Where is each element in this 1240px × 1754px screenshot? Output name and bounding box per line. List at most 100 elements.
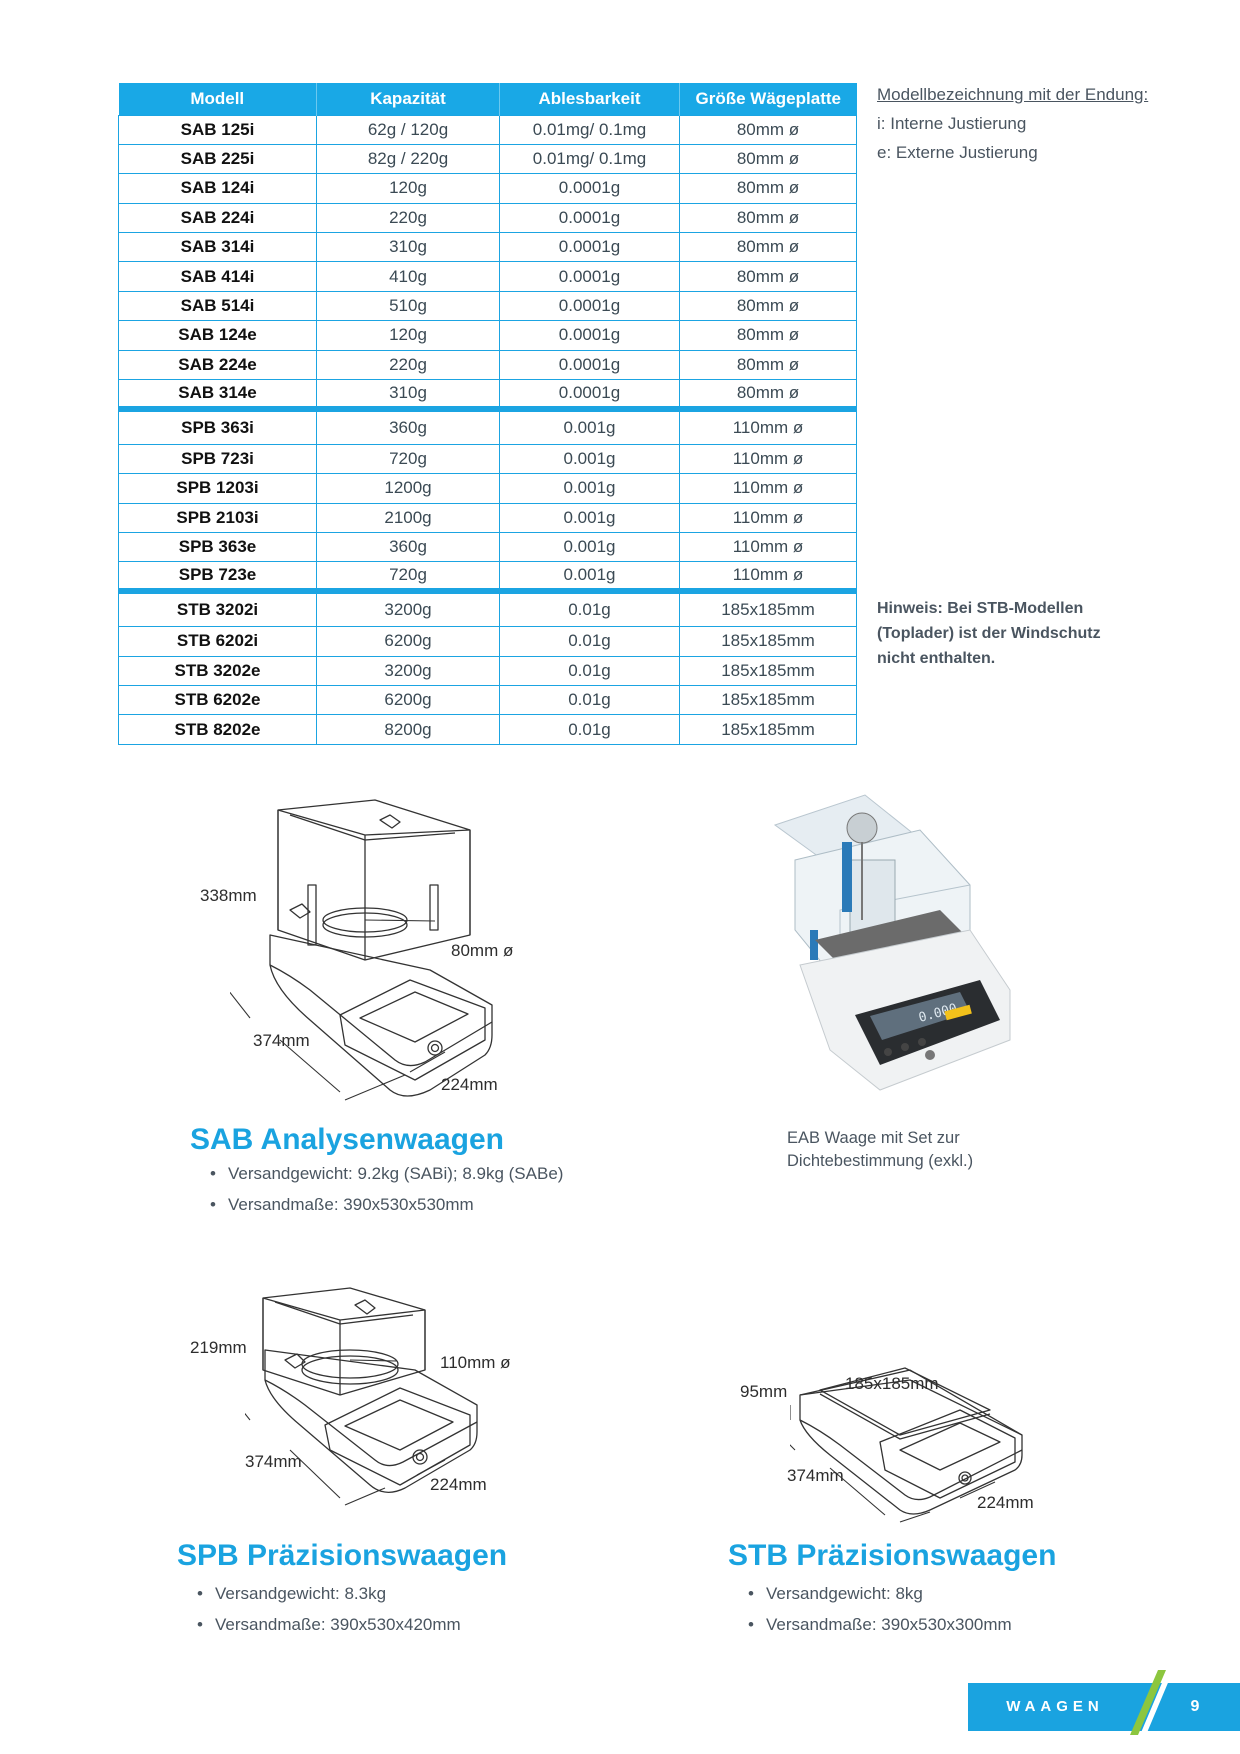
stb-balance-drawing (790, 1367, 1023, 1523)
cell-readability: 0.01g (499, 588, 680, 628)
cell-capacity: 220g (316, 202, 500, 234)
cell-model: STB 3202i (118, 588, 317, 628)
caption-line: EAB Waage mit Set zur (787, 1129, 960, 1147)
spb-height-dim: 219mm (190, 1338, 247, 1357)
hint-line: nicht enthalten. (877, 650, 996, 667)
cell-capacity: 410g (316, 261, 500, 292)
spb-depth-dim: 374mm (245, 1452, 302, 1471)
header-pan-size: Größe Wägeplatte (679, 83, 857, 115)
cell-capacity: 8200g (316, 714, 500, 745)
cell-readability: 0.001g (499, 502, 680, 533)
cell-pan-size: 80mm ø (679, 349, 857, 381)
suffix-note-heading: Modellbezeichnung mit der Endung: (877, 85, 1149, 104)
cell-pan-size: 110mm ø (679, 531, 857, 563)
cell-pan-size: 80mm ø (679, 202, 857, 234)
cell-readability: 0.0001g (499, 290, 680, 322)
cell-capacity: 120g (316, 173, 500, 204)
cell-readability: 0.01g (499, 655, 680, 686)
hint-line: Hinweis: Bei STB-Modellen (877, 600, 1084, 617)
sab-title: SAB Analysenwaagen (190, 1123, 504, 1156)
cell-capacity: 310g (316, 232, 500, 263)
cell-pan-size: 80mm ø (679, 290, 857, 322)
cell-readability: 0.01mg/ 0.1mg (499, 143, 680, 175)
cell-model: SAB 514i (118, 290, 317, 322)
cell-capacity: 6200g (316, 626, 500, 657)
cell-capacity: 2100g (316, 502, 500, 533)
cell-model: SAB 314e (118, 379, 317, 410)
cell-model: SPB 363i (118, 405, 317, 445)
cell-readability: 0.0001g (499, 202, 680, 234)
cell-readability: 0.01g (499, 714, 680, 745)
suffix-note-internal: i: Interne Justierung (877, 114, 1027, 133)
cell-pan-size: 80mm ø (679, 379, 857, 410)
sab-pan-dim: 80mm ø (451, 941, 514, 960)
page-number: 9 (1190, 1698, 1200, 1715)
cell-pan-size: 110mm ø (679, 405, 857, 445)
spb-title: SPB Präzisionswaagen (177, 1539, 508, 1572)
caption-line: Dichtebestimmung (exkl.) (787, 1152, 974, 1170)
cell-capacity: 310g (316, 379, 500, 410)
cell-readability: 0.001g (499, 531, 680, 563)
cell-readability: 0.0001g (499, 320, 680, 351)
cell-model: SPB 723e (118, 561, 317, 592)
cell-model: SAB 314i (118, 232, 317, 263)
cell-model: STB 3202e (118, 655, 317, 686)
sab-height-dim: 338mm (200, 886, 257, 905)
cell-capacity: 62g / 120g (316, 114, 500, 145)
cell-capacity: 720g (316, 561, 500, 592)
cell-model: SAB 414i (118, 261, 317, 292)
list-item: Versandmaße: 390x530x530mm (210, 1189, 563, 1220)
cell-capacity: 82g / 220g (316, 143, 500, 175)
spb-width-dim: 224mm (430, 1475, 487, 1494)
header-model: Modell (118, 83, 317, 115)
cell-pan-size: 185x185mm (679, 655, 857, 686)
cell-model: SPB 1203i (118, 473, 317, 504)
list-item: Versandmaße: 390x530x420mm (197, 1609, 461, 1640)
spec-table: Modell Kapazität Ablesbarkeit Größe Wäge… (118, 83, 857, 745)
cell-readability: 0.01g (499, 684, 680, 716)
cell-capacity: 360g (316, 405, 500, 445)
cell-pan-size: 110mm ø (679, 443, 857, 475)
stb-title: STB Präzisionswaagen (728, 1539, 1057, 1572)
model-suffix-note: Modellbezeichnung mit der Endung: i: Int… (877, 80, 1237, 167)
list-item: Versandgewicht: 8.3kg (197, 1578, 461, 1609)
cell-model: STB 8202e (118, 714, 317, 745)
sab-depth-dim: 374mm (253, 1031, 310, 1050)
cell-model: SPB 2103i (118, 502, 317, 533)
cell-readability: 0.01g (499, 626, 680, 657)
spb-bullets: Versandgewicht: 8.3kg Versandmaße: 390x5… (197, 1578, 461, 1640)
cell-readability: 0.0001g (499, 173, 680, 204)
cell-readability: 0.0001g (499, 261, 680, 292)
cell-model: STB 6202e (118, 684, 317, 716)
cell-pan-size: 80mm ø (679, 114, 857, 145)
cell-capacity: 220g (316, 349, 500, 381)
cell-pan-size: 185x185mm (679, 626, 857, 657)
stb-windshield-hint: Hinweis: Bei STB-Modellen (Toplader) ist… (877, 596, 1177, 671)
cell-pan-size: 80mm ø (679, 232, 857, 263)
cell-readability: 0.001g (499, 443, 680, 475)
cell-model: SAB 124i (118, 173, 317, 204)
cell-pan-size: 185x185mm (679, 588, 857, 628)
stb-depth-dim: 374mm (787, 1466, 844, 1485)
cell-pan-size: 185x185mm (679, 714, 857, 745)
cell-capacity: 6200g (316, 684, 500, 716)
cell-readability: 0.001g (499, 405, 680, 445)
cell-model: STB 6202i (118, 626, 317, 657)
footer-section-label: WAAGEN (1006, 1698, 1104, 1715)
cell-readability: 0.001g (499, 473, 680, 504)
sab-balance-drawing (230, 799, 493, 1101)
